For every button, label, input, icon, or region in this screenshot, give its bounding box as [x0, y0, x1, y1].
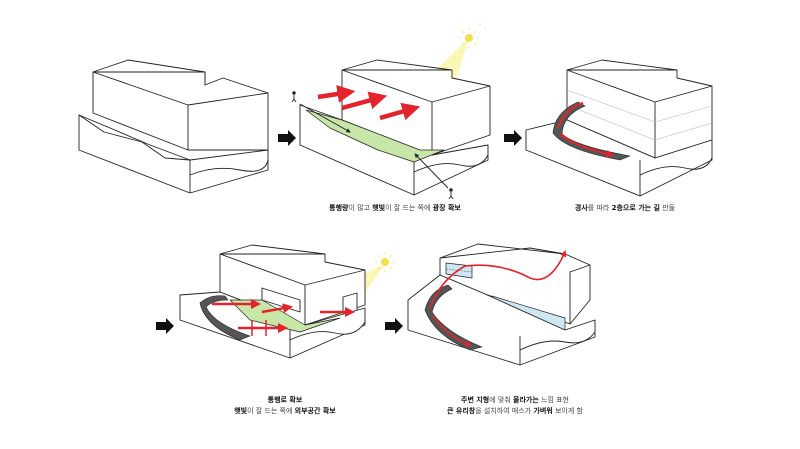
panel-5-glazing [407, 243, 596, 366]
caption-segment: 외부공간 확보 [294, 407, 336, 415]
caption-segment: 광장 확보 [432, 204, 461, 212]
caption-segment: 주변 지형 [461, 396, 490, 404]
caption-segment: 햇빛 [372, 204, 386, 212]
step-arrow-3 [156, 318, 174, 334]
caption-segment: 2층으로 가는 길 [611, 204, 660, 212]
step-arrow-4 [385, 318, 403, 334]
pedestrian-icon [448, 188, 454, 200]
caption-segment: 이 잘 드는 쪽에 [247, 407, 295, 415]
caption-ramp: 경사를 따라 2층으로 가는 길 만듦 [540, 203, 710, 213]
caption-segment: 이 많고 [348, 204, 373, 212]
caption-segment: 이 잘 드는 쪽에 [385, 204, 433, 212]
caption-segment: 통행로 확보 [267, 396, 303, 404]
caption-segment: 햇빛 [234, 407, 248, 415]
caption-segment: 보이게 함 [552, 407, 583, 415]
caption-segment: 통행량 [329, 204, 349, 212]
caption-segment: 만듦 [659, 204, 676, 212]
caption-segment: 을 설치하여 매스가 [475, 407, 534, 415]
plaza-area [305, 109, 445, 163]
caption-glazing-line1: 주변 지형에 맞춰 올라가는 느낌 표현 [420, 395, 610, 405]
caption-segment: 경사 [574, 204, 588, 212]
panel-3-ramp [525, 59, 713, 197]
caption-plaza: 통행량이 많고 햇빛이 잘 드는 쪽에 광장 확보 [310, 203, 480, 213]
caption-outdoor-line2: 햇빛이 잘 드는 쪽에 외부공간 확보 [200, 406, 370, 416]
step-arrow-2 [504, 130, 522, 146]
caption-glazing-line2: 큰 유리창을 설치하여 매스가 가벼워 보이게 함 [420, 406, 610, 416]
caption-outdoor-line1: 통행로 확보 [200, 395, 370, 405]
panel-2-plaza [291, 23, 491, 200]
caption-segment: 올라가는 [513, 396, 539, 404]
sun-icon [459, 23, 486, 48]
panel-1-base-mass [78, 59, 269, 194]
sun-icon [375, 252, 395, 272]
panel-4-outdoor-space [179, 244, 395, 359]
caption-segment: 큰 유리창 [447, 407, 476, 415]
caption-segment: 느낌 표현 [538, 396, 569, 404]
flow-arrows [317, 85, 421, 121]
step-arrow-1 [278, 130, 296, 146]
flow-arrows [212, 299, 355, 333]
caption-segment: 가벼워 [533, 407, 553, 415]
pedestrian-icon [291, 91, 297, 103]
caption-segment: 에 맞춰 [489, 396, 513, 404]
caption-segment: 를 따라 [587, 204, 612, 212]
